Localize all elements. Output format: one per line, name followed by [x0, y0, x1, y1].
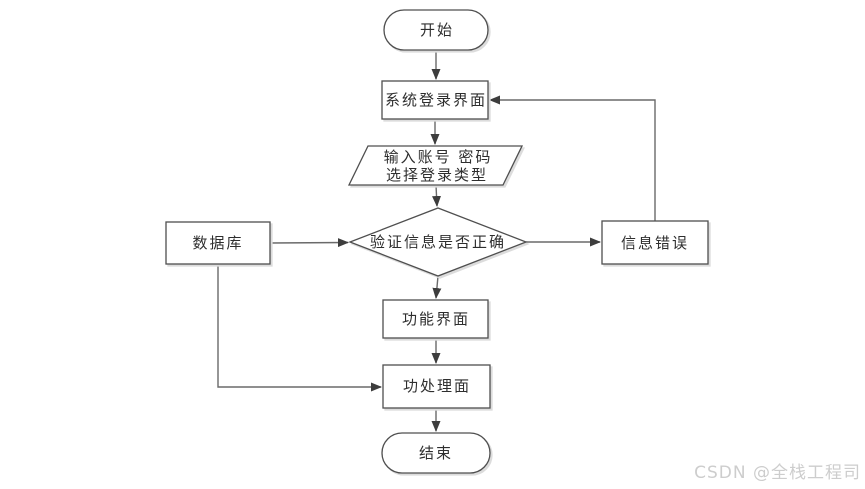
- database-label: 数据库: [192, 234, 243, 252]
- flowchart-nodes: 开始 系统登录界面 输入账号 密码 选择登录类型 验证信息是否正确 数据库: [165, 9, 709, 474]
- login-label: 系统登录界面: [385, 91, 487, 109]
- function-label: 功能界面: [402, 310, 470, 328]
- arrow-input-to-decision: [432, 184, 442, 207]
- arrow-decision-to-function: [432, 275, 442, 299]
- end-terminator-shape: [381, 432, 491, 474]
- decision-diamond-shape: [348, 207, 528, 277]
- input-label-line1: 输入账号 密码: [384, 148, 493, 166]
- node-end: 结束: [381, 432, 491, 474]
- database-process-shape: [165, 221, 271, 265]
- function-process-shape: [382, 299, 489, 339]
- input-label-line2: 选择登录类型: [386, 166, 488, 184]
- login-process-shape: [381, 80, 489, 120]
- arrow-error-to-login-loop: [489, 95, 656, 221]
- start-label: 开始: [420, 21, 454, 39]
- process-shape: [382, 364, 491, 409]
- error-label: 信息错误: [621, 234, 689, 252]
- watermark: CSDN @全栈工程司: [694, 463, 861, 483]
- node-error: 信息错误: [601, 220, 709, 265]
- arrow-database-to-process: [217, 264, 382, 392]
- node-function-ui: 功能界面: [382, 299, 489, 339]
- end-label: 结束: [419, 444, 453, 462]
- node-process-ui: 功处理面: [382, 364, 491, 409]
- node-decision: 验证信息是否正确: [348, 207, 528, 277]
- node-input: 输入账号 密码 选择登录类型: [347, 145, 524, 186]
- process-label: 功处理面: [403, 377, 471, 395]
- node-start: 开始: [383, 9, 489, 51]
- arrow-database-to-decision: [269, 238, 349, 248]
- start-terminator-shape: [383, 9, 489, 51]
- error-process-shape: [601, 220, 709, 265]
- node-database: 数据库: [165, 221, 271, 265]
- input-parallelogram-shape: [347, 145, 524, 186]
- decision-label: 验证信息是否正确: [370, 233, 506, 251]
- connectors: [217, 50, 656, 432]
- node-login: 系统登录界面: [381, 80, 489, 120]
